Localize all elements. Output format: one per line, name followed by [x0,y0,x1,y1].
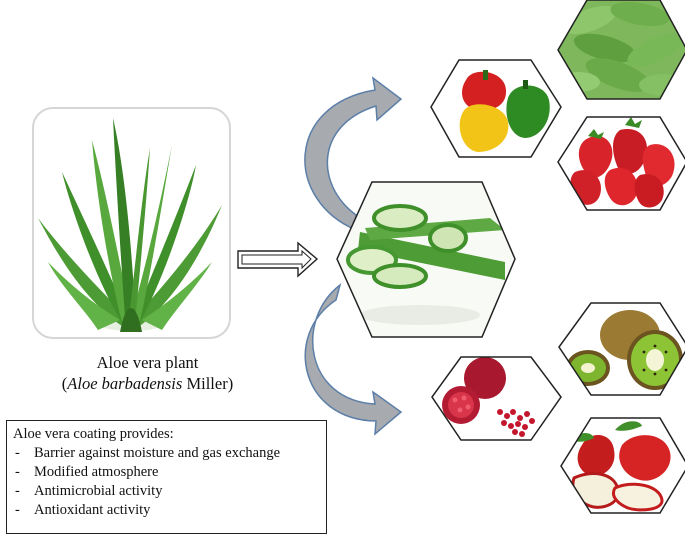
coating-box-heading: Aloe vera coating provides: [13,426,174,442]
plant-scientific-name: (Aloe barbadensis Miller) [20,373,275,394]
coating-benefits-box: Aloe vera coating provides: Barrier agai… [6,420,327,534]
paren-open: ( [61,374,68,393]
plant-caption: Aloe vera plant (Aloe barbadensis Miller… [20,352,275,394]
coating-benefits-list: Barrier against moisture and gas exchang… [13,444,320,520]
kiwi-image [558,302,685,396]
pomegranate-image [431,356,562,441]
curved-arrow-up [304,76,403,232]
plant-author: Miller) [182,374,234,393]
benefit-item: Barrier against moisture and gas exchang… [13,444,320,463]
plant-binomial: Aloe barbadensis [67,374,183,393]
right-double-arrow-icon [237,241,319,278]
apples-image [560,417,685,514]
aloe-vera-plant-image [32,107,231,339]
curved-arrow-down [304,283,403,436]
bell-peppers-image [430,59,562,158]
aloe-vera-gel-slices-image [336,181,516,338]
benefit-item: Antimicrobial activity [13,482,320,501]
benefit-item: Antioxidant activity [13,501,320,520]
plant-common-name: Aloe vera plant [96,353,199,372]
strawberries-image [557,116,685,211]
benefit-item: Modified atmosphere [13,463,320,482]
cucumbers-image [557,0,685,100]
